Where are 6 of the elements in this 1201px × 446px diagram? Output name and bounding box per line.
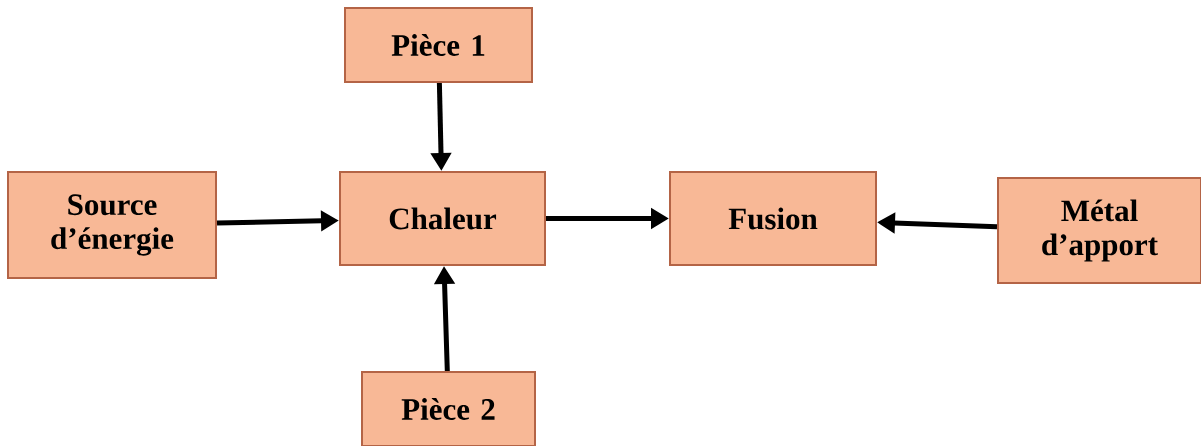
process-box: Métal d’apport bbox=[997, 177, 1201, 284]
process-box: Pièce 1 bbox=[344, 7, 533, 83]
process-box: Pièce 2 bbox=[361, 371, 536, 446]
process-box: Chaleur bbox=[339, 171, 546, 266]
process-box: Fusion bbox=[669, 171, 877, 266]
process-box: Source d’énergie bbox=[7, 171, 217, 279]
